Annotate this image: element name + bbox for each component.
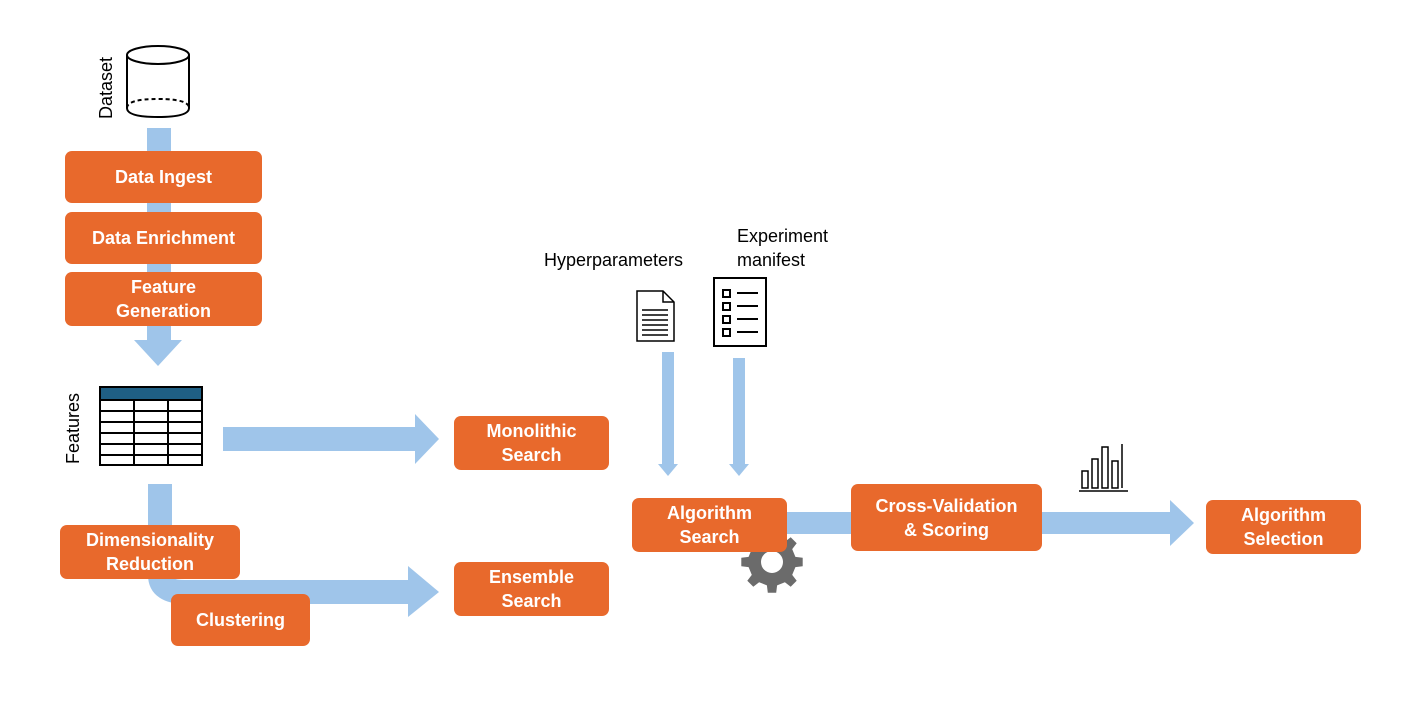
experiment-manifest-label: Experiment manifest bbox=[737, 226, 829, 270]
database-cylinder-icon bbox=[126, 45, 190, 119]
arrow-head-ensemble bbox=[408, 566, 439, 617]
bar-chart-icon bbox=[1079, 444, 1128, 492]
hyperparameters-label: Hyperparameters bbox=[544, 250, 684, 270]
arrow-algo-crossval bbox=[786, 512, 852, 534]
data-enrichment-box: Data Enrichment bbox=[65, 212, 262, 264]
table-icon bbox=[99, 386, 203, 466]
arrow-features-down bbox=[148, 484, 172, 530]
arrow-manifest-down bbox=[733, 358, 745, 464]
arrow-head-hyperparameters bbox=[658, 464, 678, 476]
feature-generation-box: Feature Generation bbox=[65, 272, 262, 326]
dimensionality-reduction-box: Dimensionality Reduction bbox=[60, 525, 240, 579]
ensemble-search-box: Ensemble Search bbox=[454, 562, 609, 616]
gear-hole bbox=[761, 551, 783, 573]
arrow-head-manifest bbox=[729, 464, 749, 476]
arrow-hyperparameters-down bbox=[662, 352, 674, 464]
algorithm-selection-box: Algorithm Selection bbox=[1206, 500, 1361, 554]
cross-validation-box: Cross-Validation & Scoring bbox=[851, 484, 1042, 551]
monolithic-search-box: Monolithic Search bbox=[454, 416, 609, 470]
dataset-label: Dataset bbox=[96, 56, 116, 119]
checklist-icon bbox=[713, 277, 767, 347]
algorithm-search-box: Algorithm Search bbox=[632, 498, 787, 552]
arrow-to-features bbox=[134, 340, 182, 366]
arrow-head-selection bbox=[1170, 500, 1194, 546]
arrow-head-monolithic bbox=[415, 414, 439, 464]
features-label: Features bbox=[63, 392, 83, 464]
arrow-crossval-selection bbox=[1042, 512, 1170, 534]
data-ingest-box: Data Ingest bbox=[65, 151, 262, 203]
arrow-features-monolithic bbox=[223, 427, 415, 451]
clustering-box: Clustering bbox=[171, 594, 310, 646]
document-icon bbox=[636, 290, 675, 342]
